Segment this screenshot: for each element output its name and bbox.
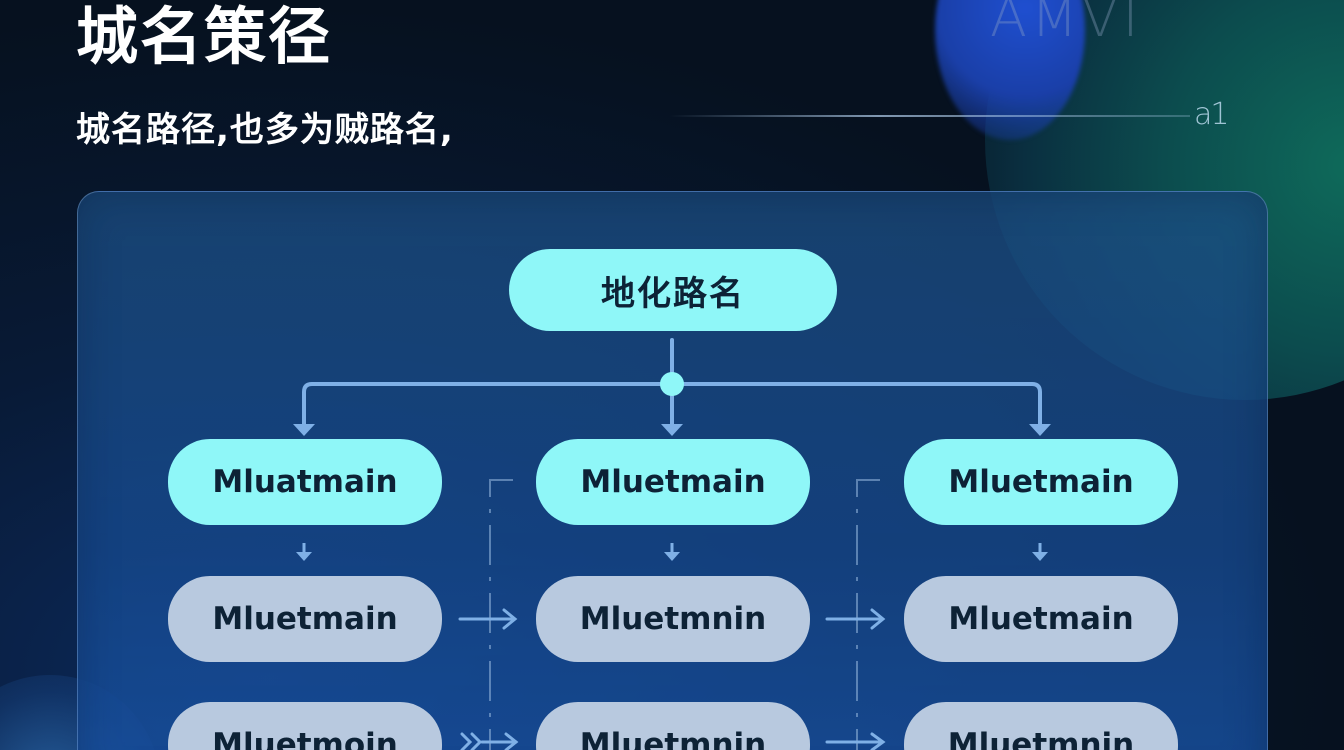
col2-node-2[interactable]: Mluetmnin [536, 576, 810, 662]
col1-node-3[interactable]: Mluetmoin [168, 702, 442, 750]
node-label: Mluetmain [212, 601, 398, 637]
node-label: Mluetmoin [212, 727, 398, 750]
col2-node-3[interactable]: Mluetmnin [536, 702, 810, 750]
col3-node-1[interactable]: Mluetmain [904, 439, 1178, 525]
node-label: Mluatmain [212, 464, 398, 500]
page-code: a1 [1194, 97, 1230, 132]
col1-node-2[interactable]: Mluetmain [168, 576, 442, 662]
node-label: Mluetmnin [579, 727, 767, 750]
brand-watermark: AMVI [990, 0, 1143, 49]
col3-node-3[interactable]: Mluetmnin [904, 702, 1178, 750]
node-label: Mluetmain [948, 464, 1134, 500]
root-node[interactable]: 地化路名 [509, 249, 837, 331]
col2-node-1[interactable]: Mluetmain [536, 439, 810, 525]
page-subtitle: 城名路径,也多为贼路名, [76, 110, 454, 150]
node-label: Mluetmnin [579, 601, 767, 637]
node-label: Mluetmnin [947, 727, 1135, 750]
header-divider [670, 115, 1190, 117]
col3-node-2[interactable]: Mluetmain [904, 576, 1178, 662]
root-node-label: 地化路名 [601, 273, 745, 314]
page-title: 城名策径 [76, 0, 333, 73]
node-label: Mluetmain [580, 464, 766, 500]
col1-node-1[interactable]: Mluatmain [168, 439, 442, 525]
node-label: Mluetmain [948, 601, 1134, 637]
